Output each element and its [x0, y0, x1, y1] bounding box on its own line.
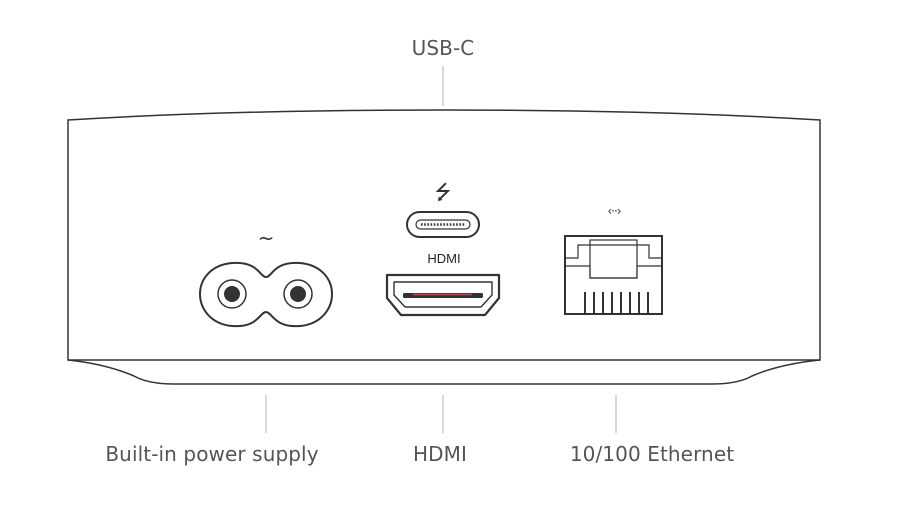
ethernet-callout: 10/100 Ethernet	[569, 442, 735, 466]
hdmi-port-label: HDMI	[427, 251, 461, 266]
usb-c-callout: USB-C	[411, 36, 475, 60]
device-body	[67, 109, 821, 385]
ethernet-contacts	[584, 292, 649, 313]
power-port	[198, 261, 334, 328]
usb-icon: ⭍	[434, 180, 452, 204]
usb-c-port	[406, 211, 480, 238]
ethernet-port	[564, 235, 663, 315]
ac-power-icon: ~	[257, 226, 275, 250]
power-supply-callout: Built-in power supply	[105, 442, 319, 466]
hdmi-port	[385, 273, 501, 317]
ethernet-icon: ‹··›	[607, 204, 621, 218]
hdmi-callout: HDMI	[413, 442, 467, 466]
